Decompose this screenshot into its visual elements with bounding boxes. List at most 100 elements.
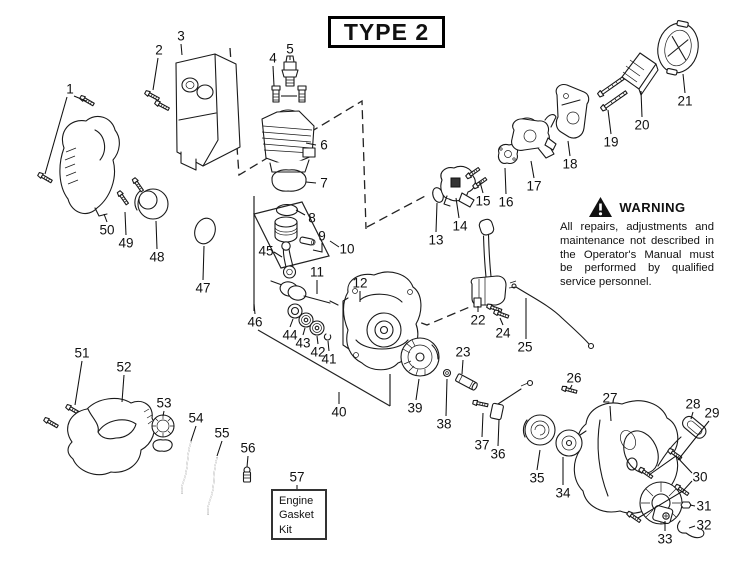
part-callout-32: 32 (696, 518, 711, 533)
part-screw-33 (662, 512, 670, 520)
part-screws-24 (485, 302, 510, 320)
part-carb-gasket-16 (497, 143, 519, 164)
leader-line-29 (677, 420, 710, 461)
part-callout-53: 53 (156, 396, 171, 411)
leader-line-7 (305, 181, 317, 184)
part-callout-47: 47 (195, 281, 210, 296)
part-screw-37 (471, 399, 489, 409)
leader-line-4 (272, 65, 275, 87)
part-muffler-3 (175, 53, 241, 171)
part-callout-44: 44 (282, 328, 298, 343)
part-callout-21: 21 (677, 94, 692, 109)
part-callout-50: 50 (99, 223, 114, 238)
part-screws-2 (143, 89, 171, 113)
part-fuel-line-55 (207, 457, 218, 515)
piston-group-box (253, 201, 330, 269)
part-throttle-assembly-22 (470, 218, 507, 308)
part-pulley-34 (555, 429, 587, 457)
leader-line-38 (445, 378, 448, 417)
part-callout-11: 11 (310, 265, 324, 280)
part-callout-3: 3 (177, 29, 185, 44)
part-callout-48: 48 (149, 250, 164, 265)
part-callout-28: 28 (685, 397, 700, 412)
part-callout-55: 55 (214, 426, 229, 441)
part-carburetor-17 (511, 114, 557, 159)
part-screws-19 (597, 76, 628, 112)
leader-line-21 (682, 73, 686, 94)
leader-line-49 (124, 211, 127, 236)
part-callout-5: 5 (286, 42, 294, 57)
type-label-box: TYPE 2 (328, 16, 445, 48)
part-ground-wire-25 (508, 280, 595, 350)
part-throttle-rod-36 (489, 379, 534, 421)
part-heat-shield-18 (555, 84, 590, 139)
leader-line-55 (216, 440, 223, 457)
part-bearing-42 (309, 320, 325, 336)
part-callout-26: 26 (566, 371, 581, 386)
leader-line-30 (648, 455, 693, 476)
part-callout-42: 42 (310, 345, 325, 360)
part-callout-16: 16 (498, 195, 513, 210)
leader-line-19 (607, 109, 612, 135)
part-callout-24: 24 (495, 326, 511, 341)
part-callout-7: 7 (320, 176, 328, 191)
part-callout-45: 45 (258, 244, 273, 259)
part-callout-14: 14 (452, 219, 468, 234)
crankcase-group-line (257, 329, 391, 407)
leader-line-36 (497, 419, 500, 447)
part-callout-2: 2 (155, 43, 163, 58)
part-seal-44 (287, 303, 303, 319)
part-intake-manifold-14 (440, 165, 476, 208)
leader-line-39 (415, 378, 420, 401)
leader-line-26 (569, 384, 573, 390)
part-callout-39: 39 (407, 401, 422, 416)
warning-body: All repairs, adjustments and maintenance… (560, 221, 714, 289)
leader-line-3 (180, 43, 183, 56)
part-callout-49: 49 (118, 236, 133, 251)
leader-line-13 (435, 202, 438, 233)
leader-line-1 (73, 95, 87, 102)
part-connecting-rod-45 (281, 241, 297, 279)
leader-line-8 (295, 209, 306, 216)
part-cylinder-6 (261, 109, 316, 173)
leader-line-42 (316, 335, 319, 345)
leader-line-14 (455, 197, 460, 219)
part-callout-40: 40 (331, 405, 346, 420)
leader-line-51 (74, 360, 83, 406)
part-callout-41: 41 (321, 352, 336, 367)
leader-line-46 (253, 303, 256, 315)
part-callout-12: 12 (352, 276, 367, 291)
engine-gasket-kit-label: Engine Gasket Kit (279, 495, 314, 536)
part-callout-17: 17 (526, 179, 541, 194)
part-callout-38: 38 (436, 417, 451, 432)
leader-line-37 (481, 412, 484, 438)
part-washer-38 (442, 368, 452, 378)
part-callout-4: 4 (269, 51, 277, 66)
part-piston-ring-8 (275, 203, 299, 217)
leader-line-9 (312, 243, 323, 253)
part-callout-10: 10 (339, 242, 354, 257)
leader-line-54 (190, 425, 197, 442)
part-oring-47 (194, 217, 216, 245)
part-piston-9 (274, 216, 316, 246)
leader-line-17 (530, 160, 535, 179)
leader-line-16 (504, 167, 507, 195)
part-fuel-filter-56 (242, 466, 252, 483)
assembly-boundaries (253, 196, 391, 407)
leader-line-52 (121, 374, 125, 403)
part-spring-clip-32 (677, 520, 705, 539)
leader-line-28 (690, 411, 694, 420)
part-callout-31: 31 (696, 499, 711, 514)
leader-line-53 (162, 410, 165, 417)
leader-line-35 (536, 449, 541, 471)
leader-line-43 (302, 327, 306, 336)
part-bearing-43 (298, 312, 314, 328)
part-nut-31 (680, 501, 692, 509)
part-fuel-line-54 (181, 441, 192, 494)
leader-line-50 (103, 213, 108, 223)
part-callout-22: 22 (470, 313, 485, 328)
part-callout-27: 27 (602, 391, 617, 406)
